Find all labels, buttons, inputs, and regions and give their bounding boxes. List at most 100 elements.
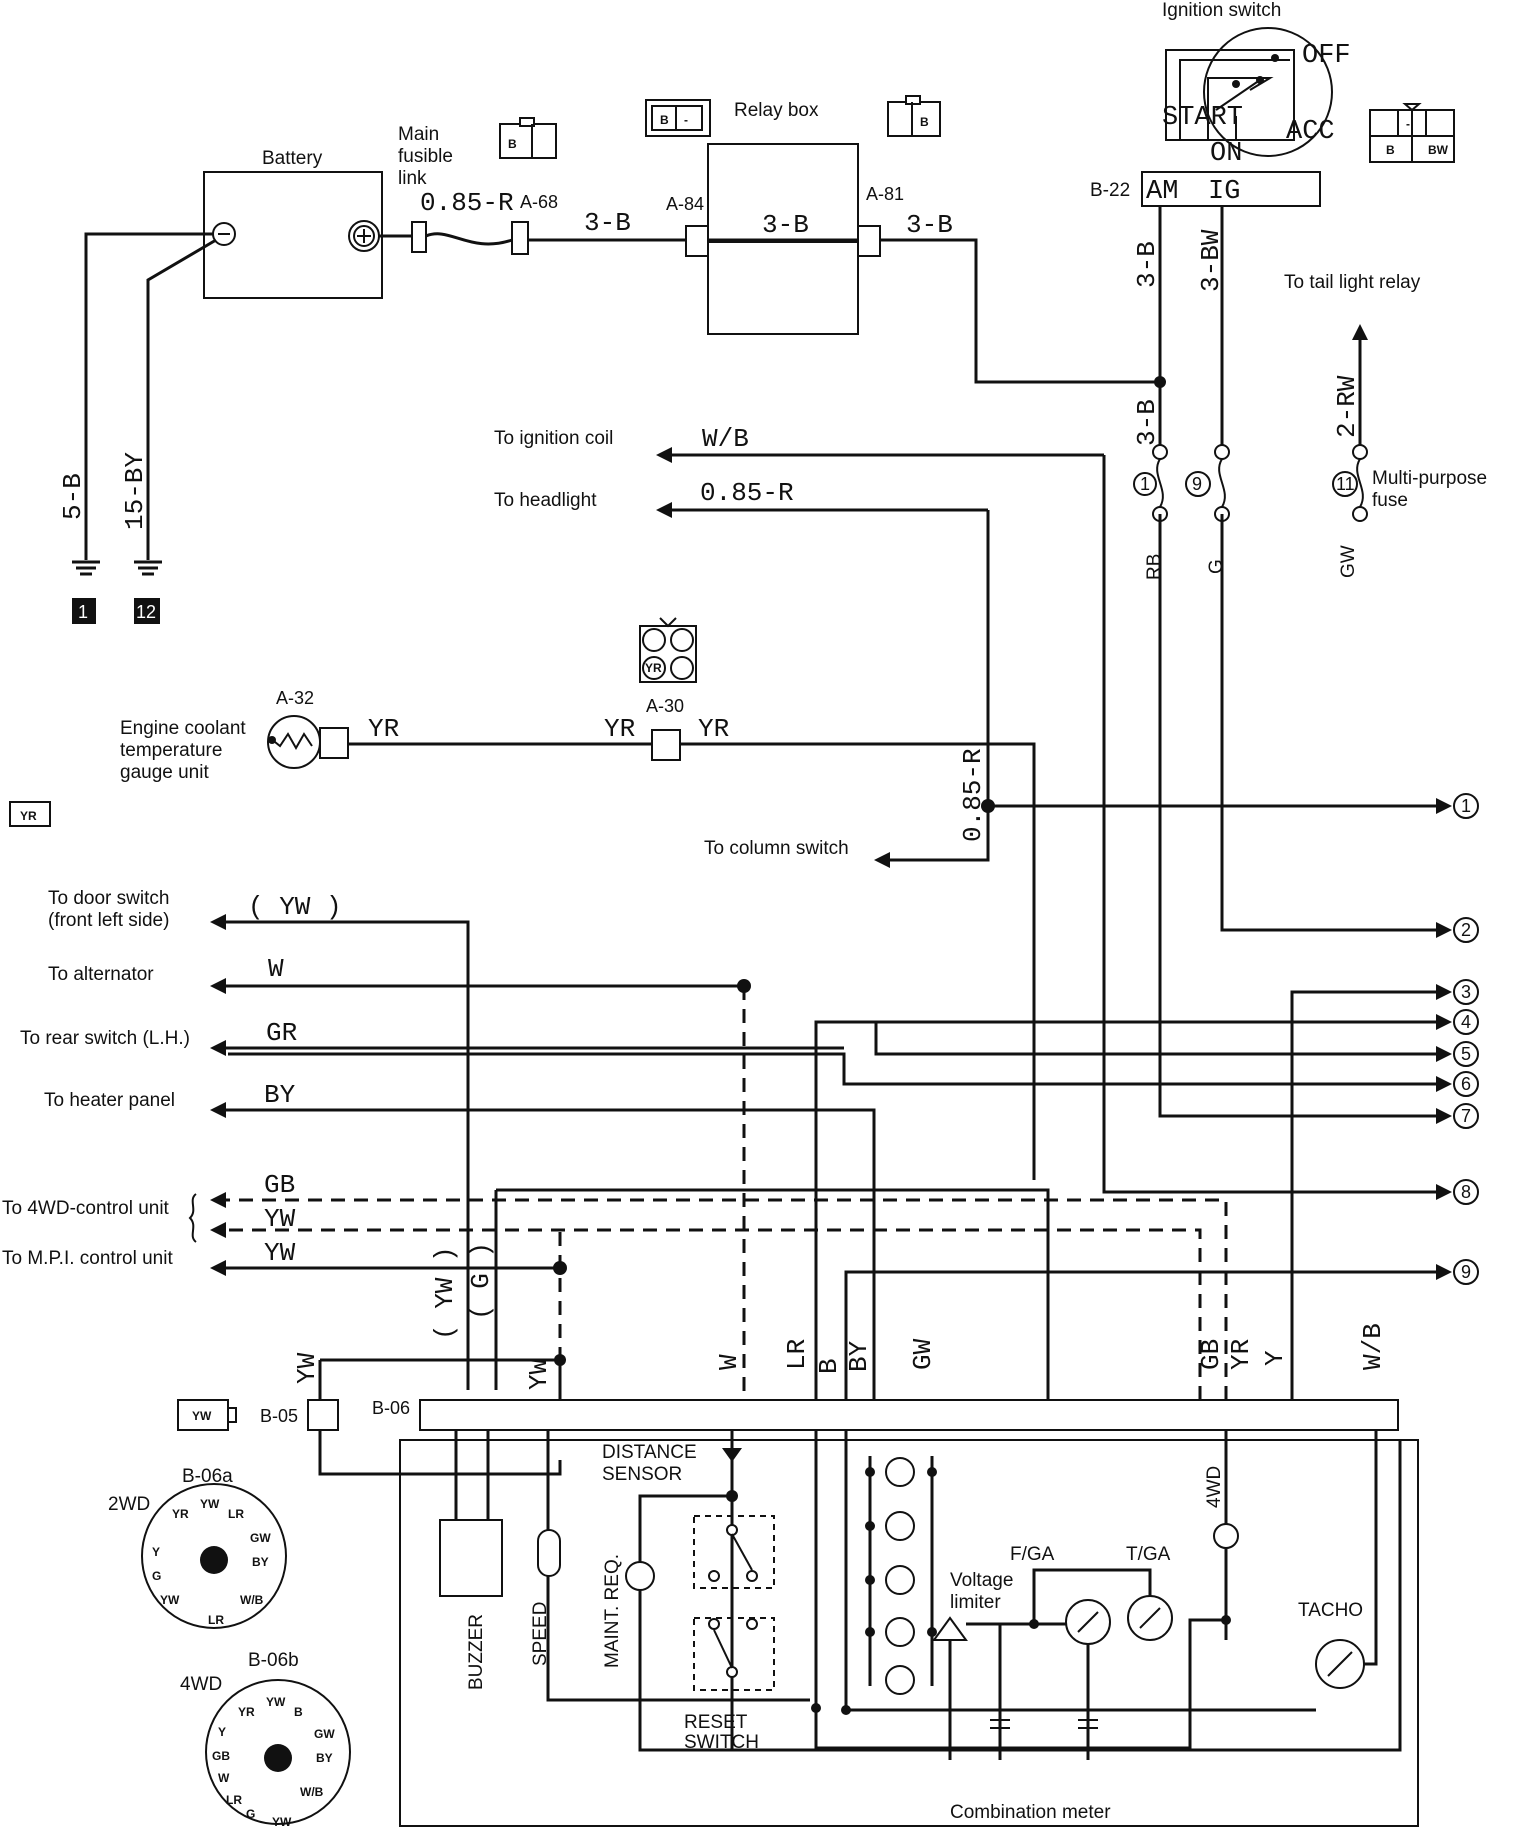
ground-12: 12 — [134, 540, 162, 624]
wire-output-8 — [1102, 455, 1440, 1194]
svg-text:0.85-R: 0.85-R — [958, 748, 988, 842]
maint-req-lamp — [625, 1561, 655, 1591]
svg-text:BY: BY — [844, 1340, 874, 1372]
output-7: 7 — [1461, 1106, 1471, 1126]
svg-text:LR: LR — [226, 1793, 242, 1807]
svg-text:4WD: 4WD — [1204, 1466, 1225, 1508]
svg-text:B: B — [1386, 143, 1395, 157]
switch-pos-start: START — [1162, 103, 1243, 133]
ground-1-number: 1 — [78, 602, 88, 622]
wire-output-2 — [1220, 514, 1440, 932]
relay-box-label: Relay box — [734, 100, 819, 121]
svg-text:GB: GB — [212, 1749, 230, 1763]
combination-meter: B-06 ( YW ) ( G ) YW W LR B BY GW GB YR … — [177, 1188, 1419, 1827]
svg-text:fuse: fuse — [1372, 490, 1408, 511]
speed-sensor — [537, 1529, 561, 1577]
fuse-11: 11 — [1332, 444, 1368, 522]
ignition-switch-body — [1203, 27, 1333, 157]
svg-text:SPEED: SPEED — [530, 1602, 551, 1666]
svg-text:(front left side): (front left side) — [48, 910, 169, 931]
svg-text:RESET: RESET — [684, 1712, 748, 1733]
wire-g-inner — [496, 1188, 1050, 1400]
b06b-connector-face: B-06b 4WD YR YW B GW Y BY GB W LR W/B G … — [180, 1650, 351, 1829]
b05-connector-icon: YW — [177, 1399, 237, 1431]
svg-text:W: W — [268, 954, 284, 984]
ground-12-number: 12 — [136, 602, 156, 622]
svg-text:To alternator: To alternator — [48, 964, 154, 985]
svg-text:B: B — [920, 115, 929, 129]
svg-text:1: 1 — [1140, 474, 1150, 494]
svg-text:limiter: limiter — [950, 1592, 1001, 1613]
svg-text:fusible: fusible — [398, 146, 453, 167]
svg-text:LR: LR — [782, 1339, 812, 1370]
svg-text:BUZZER: BUZZER — [466, 1614, 487, 1690]
svg-text:B: B — [660, 113, 669, 127]
svg-text:0.85-R: 0.85-R — [700, 478, 794, 508]
svg-text:temperature: temperature — [120, 740, 222, 761]
wire-output-7 — [1158, 514, 1440, 1118]
svg-text:link: link — [398, 168, 427, 189]
svg-text:YW: YW — [292, 1352, 322, 1384]
svg-text:YW: YW — [524, 1358, 554, 1390]
output-3: 3 — [1461, 982, 1471, 1002]
svg-text:G: G — [152, 1569, 161, 1583]
svg-text:( YW ): ( YW ) — [430, 1246, 460, 1340]
wire-by-heater — [218, 1108, 876, 1400]
output-6: 6 — [1461, 1074, 1471, 1094]
wire-output-5 — [874, 1022, 1440, 1056]
a81-connector-icon: B — [887, 95, 941, 137]
svg-text:GW: GW — [908, 1338, 938, 1370]
a30-terminal — [651, 729, 681, 761]
a32-connector-icon: YR — [9, 801, 51, 827]
svg-text:YW: YW — [266, 1695, 286, 1709]
svg-text:GR: GR — [266, 1018, 297, 1048]
a81-label: A-81 — [866, 184, 904, 204]
wire-label-2rw: 2-RW — [1332, 375, 1362, 438]
wire-label-rb: RB — [1144, 554, 1165, 580]
to-column-switch: To column switch — [704, 838, 849, 859]
output-2: 2 — [1461, 920, 1471, 940]
svg-text:9: 9 — [1192, 474, 1202, 494]
svg-text:W/B: W/B — [240, 1593, 264, 1607]
wire-label-085r-fusible: 0.85-R — [420, 188, 514, 218]
svg-text:YR: YR — [238, 1705, 255, 1719]
svg-text:Voltage: Voltage — [950, 1570, 1013, 1591]
wire-output-9 — [844, 1270, 1440, 1400]
wire-yr-b — [680, 742, 1036, 1180]
b06-connector — [419, 1399, 1399, 1431]
ignition-switch-label: Ignition switch — [1162, 0, 1281, 21]
to-headlight: To headlight — [494, 490, 597, 511]
svg-text:YW: YW — [264, 1204, 296, 1234]
svg-text:A-30: A-30 — [646, 696, 684, 716]
svg-text:YR: YR — [20, 809, 37, 823]
svg-text:TACHO: TACHO — [1298, 1600, 1363, 1621]
output-8: 8 — [1461, 1182, 1471, 1202]
svg-text:BY: BY — [264, 1080, 296, 1110]
svg-text:W: W — [218, 1771, 230, 1785]
relay-box: Relay box A-84 A-81 — [666, 100, 904, 335]
wire-label-g: G — [1206, 559, 1227, 574]
relay-connector-icon: B - — [645, 99, 711, 137]
svg-text:To M.P.I. control unit: To M.P.I. control unit — [2, 1248, 173, 1269]
wire-5b — [84, 232, 213, 540]
coolant-temp-gauge-unit: A-32 Engine coolant temperature gauge un… — [120, 688, 349, 783]
svg-text:BY: BY — [252, 1555, 269, 1569]
svg-text:GB: GB — [1196, 1339, 1226, 1370]
ignition-switch: Ignition switch OFF START ACC ON AM IG B… — [1090, 0, 1351, 207]
wire-15by — [146, 238, 217, 540]
svg-text:YR: YR — [698, 714, 729, 744]
left-outputs: To door switch (front left side) ( YW ) … — [2, 888, 1228, 1400]
svg-text:YR: YR — [604, 714, 635, 744]
battery-label: Battery — [262, 148, 323, 169]
svg-text:Y: Y — [1260, 1350, 1290, 1366]
svg-text:B: B — [814, 1358, 844, 1374]
svg-text:11: 11 — [1336, 474, 1355, 494]
svg-text:LR: LR — [208, 1613, 224, 1627]
output-arrows: 1 2 3 4 5 6 7 8 9 — [228, 455, 1479, 1400]
multi-purpose-fuse-label: Multi-purpose — [1372, 468, 1487, 489]
svg-text:B: B — [294, 1705, 303, 1719]
wire-output-3 — [1290, 990, 1440, 1400]
to-tail-light-relay: To tail light relay — [1284, 272, 1421, 293]
svg-text:T/GA: T/GA — [1126, 1544, 1171, 1565]
